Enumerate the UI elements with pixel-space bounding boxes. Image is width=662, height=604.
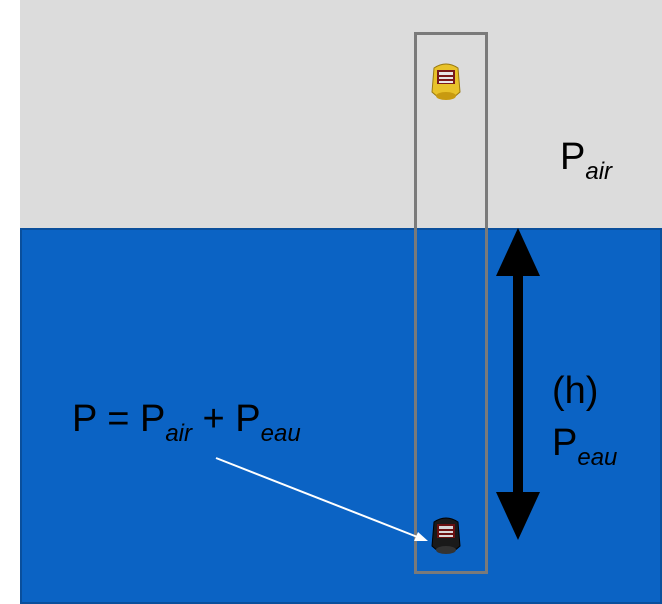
yellow-sensor-icon [431,63,461,100]
water-region [20,228,662,604]
pressure-pointer-arrow [215,457,428,541]
water-pressure-label: Peau [552,422,618,471]
height-label: (h) [552,370,599,412]
air-pressure-label: Pair [560,136,613,185]
measurement-tube [414,32,488,574]
air-region [20,0,662,228]
height-double-arrow [496,228,540,540]
total-pressure-equation: P = Pair + Peau [72,398,301,447]
black-sensor-icon [431,517,461,554]
